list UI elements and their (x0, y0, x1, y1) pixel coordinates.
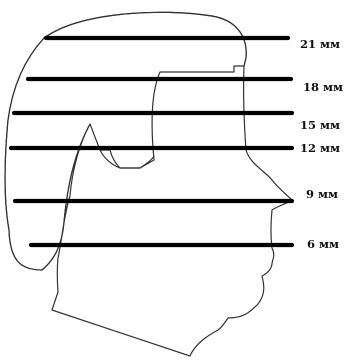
level-label: 12 мм (300, 141, 340, 155)
level-label: 6 мм (307, 237, 339, 251)
level-label: 18 мм (303, 80, 343, 94)
hair-outline (5, 12, 246, 270)
level-label: 9 мм (306, 187, 338, 201)
level-label: 21 мм (300, 37, 340, 51)
level-label: 15 мм (300, 118, 340, 132)
measurement-levels: 21 мм 18 мм 15 мм 12 мм 9 мм 6 мм (11, 37, 343, 251)
head-outline (5, 12, 292, 356)
